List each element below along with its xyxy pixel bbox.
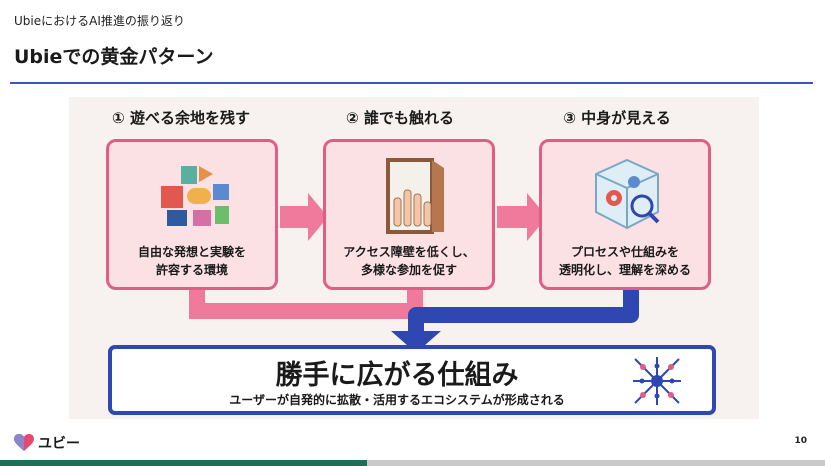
step-2-card: アクセス障壁を低くし、 多様な参加を促す bbox=[323, 139, 495, 290]
step-1-title: ① 遊べる余地を残す bbox=[112, 109, 250, 127]
pink-merge-path bbox=[189, 289, 423, 319]
flow-arrows bbox=[189, 193, 639, 353]
step-3-card: プロセスや仕組みを 透明化し、理解を深める bbox=[539, 139, 711, 290]
result-subtitle: ユーザーが自発的に拡散・活用するエコシステムが形成される bbox=[229, 393, 565, 407]
network-spread-icon bbox=[633, 357, 681, 405]
page-title: Ubieでの黄金パターン bbox=[14, 46, 214, 68]
step-1-text-line1: 自由な発想と実験を bbox=[137, 245, 246, 259]
step-2-text-line2: 多様な参加を促す bbox=[360, 263, 457, 277]
arrow-step2-to-step3 bbox=[497, 193, 547, 241]
step-3-title: ③ 中身が見える bbox=[563, 109, 671, 127]
footer-bar-gray bbox=[367, 460, 825, 466]
header-divider bbox=[10, 82, 813, 84]
footer-logo: ユビー bbox=[14, 434, 80, 452]
step-3-text-line2: 透明化し、理解を深める bbox=[558, 263, 691, 277]
step-1-card: 自由な発想と実験を 許容する環境 bbox=[106, 139, 278, 290]
heart-logo-icon bbox=[14, 434, 34, 451]
blue-merge-path bbox=[408, 289, 639, 335]
step-3-text-line1: プロセスや仕組みを bbox=[570, 245, 679, 259]
page-number: 10 bbox=[794, 436, 807, 446]
building-blocks-icon bbox=[161, 166, 229, 226]
result-box: 勝手に広がる仕組み ユーザーが自発的に拡散・活用するエコシステムが形成される bbox=[108, 345, 716, 415]
brand-name: ユビー bbox=[38, 436, 80, 452]
arrow-step1-to-step2 bbox=[280, 193, 328, 241]
raised-hands-door-icon bbox=[386, 158, 444, 234]
result-title: 勝手に広がる仕組み bbox=[275, 360, 519, 391]
transparent-cube-gears-icon bbox=[595, 158, 660, 230]
step-1-text-line2: 許容する環境 bbox=[155, 263, 228, 277]
step-2-text-line1: アクセス障壁を低くし、 bbox=[343, 245, 475, 259]
header-subtitle: UbieにおけるAI推進の振り返り bbox=[14, 14, 185, 28]
step-2-title: ② 誰でも触れる bbox=[346, 109, 454, 127]
blue-arrow-head bbox=[391, 331, 441, 353]
footer-bar-green bbox=[0, 460, 367, 466]
